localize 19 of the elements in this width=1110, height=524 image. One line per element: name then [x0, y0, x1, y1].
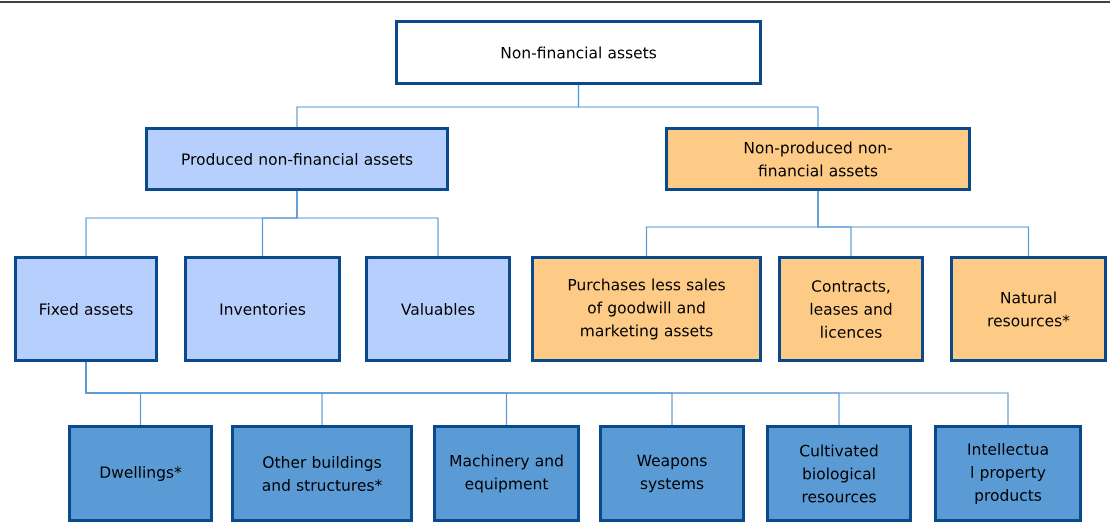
asset-box: Machinery and equipment	[433, 425, 580, 522]
category-box: Natural resources*	[950, 256, 1107, 362]
category-box: Inventories	[184, 256, 341, 362]
category-box: Non-produced non-financial assets	[665, 127, 971, 191]
category-box: Contracts, leases and licences	[778, 256, 924, 362]
connector-line	[296, 190, 439, 257]
category-box: Fixed assets	[14, 256, 158, 362]
asset-box: Dwellings*	[68, 425, 213, 522]
category-box: Purchases less sales of goodwill and marketing assets	[531, 256, 762, 362]
asset-box: Weapons systems	[599, 425, 745, 522]
asset-box: Other buildings and structures*	[231, 425, 413, 522]
category-box: Produced non-financial assets	[145, 127, 449, 191]
asset-box: Cultivated biological resources	[766, 425, 912, 522]
category-box: Valuables	[365, 256, 511, 362]
asset-box: Intellectua l property products	[934, 425, 1082, 522]
category-box: Non-financial assets	[395, 20, 762, 85]
connector-line	[817, 190, 1030, 257]
connector-line	[577, 84, 819, 128]
connector-line	[85, 361, 1009, 426]
